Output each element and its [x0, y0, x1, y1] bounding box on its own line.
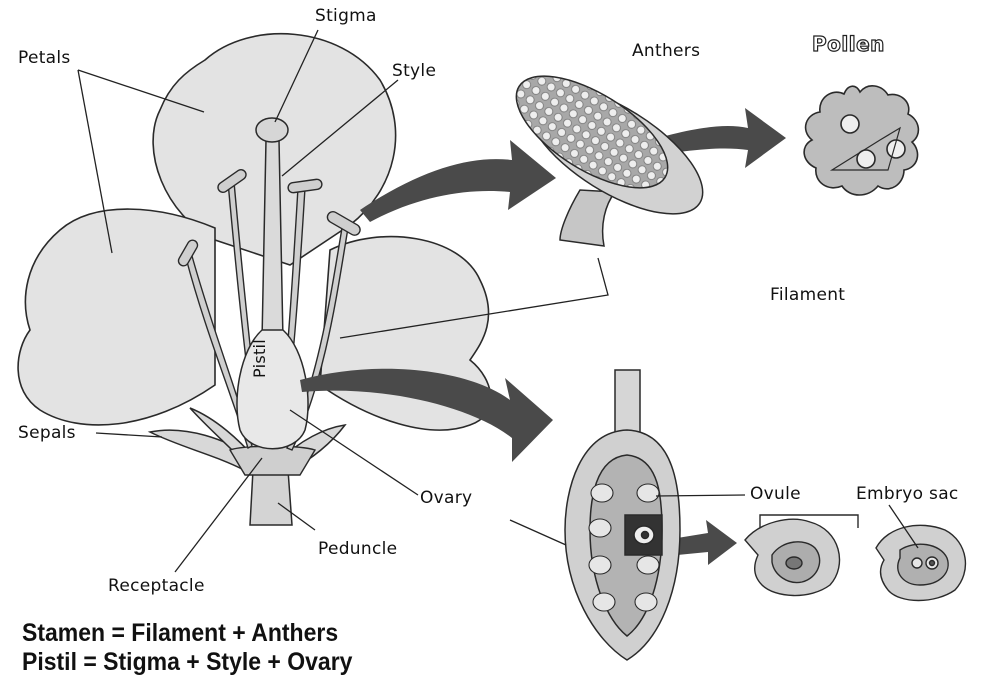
label-embryo-sac: Embryo sac — [856, 486, 959, 503]
label-anthers: Anthers — [632, 43, 700, 60]
petal-left — [18, 209, 215, 425]
anther-filament — [560, 190, 615, 246]
embryo-sac — [898, 544, 948, 585]
stigma — [256, 118, 288, 142]
label-style: Style — [392, 63, 436, 80]
label-petals: Petals — [18, 50, 71, 67]
label-stigma: Stigma — [315, 8, 377, 25]
label-receptacle: Receptacle — [108, 578, 205, 595]
peduncle — [250, 470, 292, 525]
pollen-grain — [804, 86, 918, 195]
receptacle — [230, 446, 315, 475]
ovule-detail — [745, 505, 965, 601]
label-peduncle: Peduncle — [318, 541, 397, 558]
label-filament: Filament — [770, 287, 845, 304]
equation-stamen: Stamen = Filament + Anthers — [22, 621, 338, 646]
label-ovary: Ovary — [420, 490, 472, 507]
label-pollen: Pollen — [812, 34, 885, 54]
label-ovule: Ovule — [750, 486, 801, 503]
equation-pistil: Pistil = Stigma + Style + Ovary — [22, 650, 352, 675]
label-pistil: Pistil — [252, 339, 268, 378]
label-sepals: Sepals — [18, 425, 76, 442]
pollen-detail — [804, 86, 918, 195]
style — [262, 140, 283, 340]
